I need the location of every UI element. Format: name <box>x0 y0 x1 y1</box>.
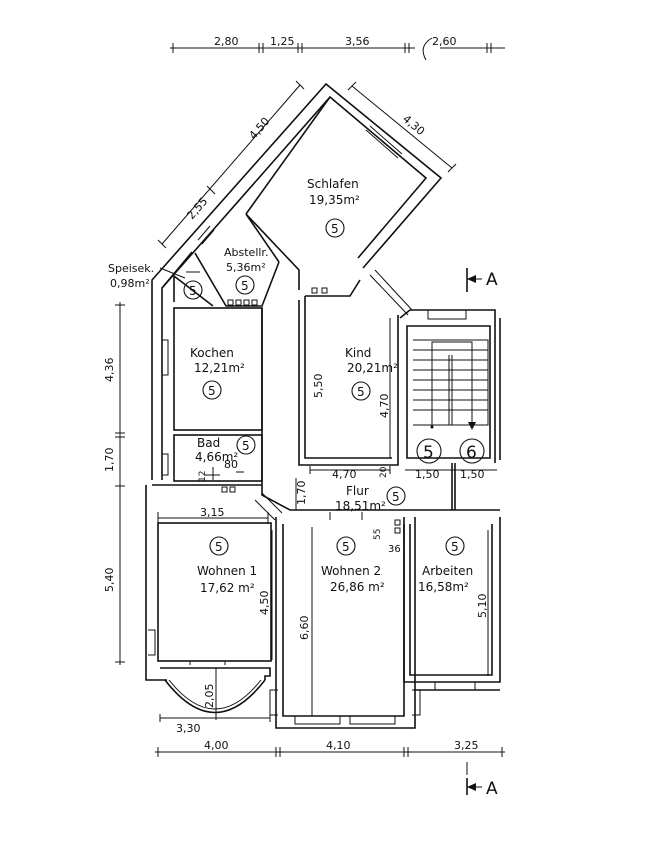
room-area: 17,62 m² <box>200 581 255 595</box>
dim-stair-2: 1,50 <box>460 468 485 481</box>
room-name: Abstellr. <box>224 246 268 259</box>
room-name: Kochen <box>190 346 234 360</box>
room-wohnen2: 5 Wohnen 2 26,86 m² <box>321 536 385 594</box>
room-marker: 5 <box>451 540 459 554</box>
room-wohnen1: 5 Wohnen 1 17,62 m² <box>197 536 257 595</box>
stair-marker-2: 6 <box>466 443 477 463</box>
stairwell <box>399 309 501 463</box>
dim-stair-1: 1,50 <box>415 468 440 481</box>
room-arbeiten: 5 Arbeiten 16,58m² <box>418 536 473 594</box>
bottom-dimension-chain: 4,00 4,10 3,25 3,30 <box>155 722 505 757</box>
room-name: Wohnen 1 <box>197 564 257 578</box>
dim-kind-height-right: 4,70 <box>378 394 391 419</box>
section-marker-top: A <box>466 268 498 292</box>
room-flur: Flur 18,51m² 5 <box>335 484 406 513</box>
room-marker: 5 <box>189 284 197 298</box>
dim-flur-depth: 1,70 <box>295 481 308 506</box>
room-area: 19,35m² <box>309 193 360 207</box>
dim-top-2: 1,25 <box>270 35 295 48</box>
dim-flur-36: 36 <box>388 544 401 555</box>
room-area: 16,58m² <box>418 580 469 594</box>
room-kochen: Kochen 12,21m² 5 <box>190 346 245 400</box>
room-name: Speisek. <box>108 262 154 275</box>
room-abstellr: Abstellr. 5,36m² 5 <box>224 246 268 295</box>
study-walls <box>403 517 501 691</box>
dim-top-3: 3,56 <box>345 35 370 48</box>
dim-kind-width: 4,70 <box>332 468 357 481</box>
hallway-walls <box>152 463 500 521</box>
dim-left-436: 4,36 <box>103 358 116 383</box>
dim-top-1: 2,80 <box>214 35 239 48</box>
section-label: A <box>486 270 498 290</box>
dim-bay-width: 3,30 <box>176 722 201 735</box>
child-room-walls <box>298 269 413 466</box>
room-area: 20,21m² <box>347 361 398 375</box>
dim-wall-20: 20 <box>379 466 389 478</box>
room-name: Flur <box>346 484 369 498</box>
dim-bottom-400: 4,00 <box>204 739 229 752</box>
living-room-1-walls <box>145 485 273 681</box>
room-area: 18,51m² <box>335 499 386 513</box>
dim-diag-430: 4,30 <box>400 112 427 138</box>
dim-arbeiten-height: 5,10 <box>476 594 489 619</box>
room-name: Arbeiten <box>422 564 473 578</box>
bathroom-walls <box>162 434 263 493</box>
room-marker: 5 <box>342 540 350 554</box>
left-dimension-chain: 4,36 1,70 5,40 <box>103 302 125 665</box>
dim-left-170: 1,70 <box>103 448 116 473</box>
dim-bottom-325: 3,25 <box>454 739 479 752</box>
top-dimension-line: 2,80 1,25 3,56 2,60 <box>170 35 505 61</box>
stair-marker-1: 5 <box>423 443 434 463</box>
room-marker: 5 <box>208 384 216 398</box>
bay-window <box>159 667 271 722</box>
dim-wohnen1-width: 3,15 <box>200 506 225 519</box>
dim-bottom-410: 4,10 <box>326 739 351 752</box>
dim-bad-80: 80 <box>224 458 238 471</box>
room-marker: 5 <box>357 385 365 399</box>
dim-diag-450: 4,50 <box>246 115 272 142</box>
north-wing-walls <box>151 82 443 308</box>
dim-flur-55: 55 <box>373 529 383 540</box>
room-name: Schlafen <box>307 177 359 191</box>
room-name: Bad <box>197 436 220 450</box>
room-area: 5,36m² <box>226 261 266 274</box>
dim-kind-height-left: 5,50 <box>312 374 325 399</box>
room-name: Kind <box>345 346 371 360</box>
storage-rooms <box>173 213 280 307</box>
room-bad: Bad 4,66m² 5 <box>195 435 256 464</box>
section-label: A <box>486 779 498 799</box>
room-marker: 5 <box>242 439 250 453</box>
room-area: 0,98m² <box>110 277 150 290</box>
room-schlafen: Schlafen 19,35m² 5 <box>307 177 360 238</box>
room-marker: 5 <box>331 222 339 236</box>
dim-top-4: 2,60 <box>432 35 457 48</box>
room-speisek: Speisek. 0,98m² 5 <box>108 262 203 300</box>
room-kind: Kind 20,21m² 5 <box>345 346 398 401</box>
dim-left-540: 5,40 <box>103 568 116 593</box>
dim-bad-12: 12 <box>198 471 208 482</box>
dim-bay-depth: 2,05 <box>203 684 216 709</box>
interior-dimensions: 3,15 4,50 2,05 6,60 5,10 5,50 4,70 4,70 … <box>198 374 489 709</box>
room-area: 26,86 m² <box>330 580 385 594</box>
room-marker: 5 <box>215 540 223 554</box>
room-name: Wohnen 2 <box>321 564 381 578</box>
stair-markers: 5 6 <box>416 438 485 464</box>
room-marker: 5 <box>241 279 249 293</box>
room-marker: 5 <box>392 490 400 504</box>
section-marker-bottom: A <box>466 762 498 799</box>
dim-wohnen2-height: 6,60 <box>298 616 311 641</box>
room-area: 4,66m² <box>195 450 238 464</box>
dim-wohnen1-height: 4,50 <box>258 591 271 616</box>
room-area: 12,21m² <box>194 361 245 375</box>
